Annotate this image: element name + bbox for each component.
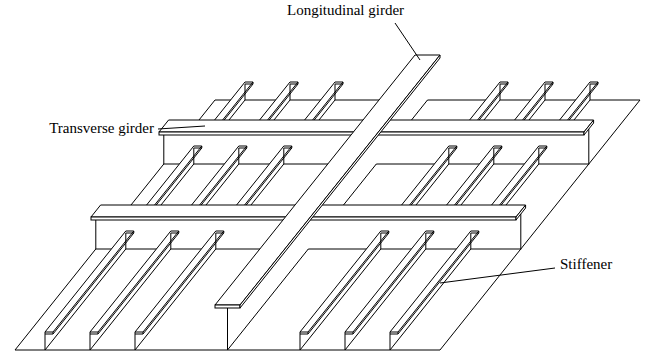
longitudinal-flange xyxy=(215,55,440,305)
leader-line xyxy=(395,23,420,60)
stiffener xyxy=(135,231,224,350)
longitudinal-flange-edge xyxy=(215,305,240,308)
transverse-flange-end xyxy=(584,120,594,135)
part-label: Longitudinal girder xyxy=(287,2,404,19)
part-label: Stiffener xyxy=(560,256,612,273)
stiffener xyxy=(300,231,389,350)
plate xyxy=(15,100,640,350)
longitudinal-flange-side xyxy=(240,55,440,308)
transverse-flange-end xyxy=(516,205,526,220)
leader-line xyxy=(440,268,555,283)
stiffener xyxy=(345,231,434,350)
stiffener xyxy=(45,231,134,350)
stiffener xyxy=(390,231,479,350)
part-label: Transverse girder xyxy=(49,120,154,137)
stiffener xyxy=(90,231,179,350)
leader-line xyxy=(158,126,205,129)
